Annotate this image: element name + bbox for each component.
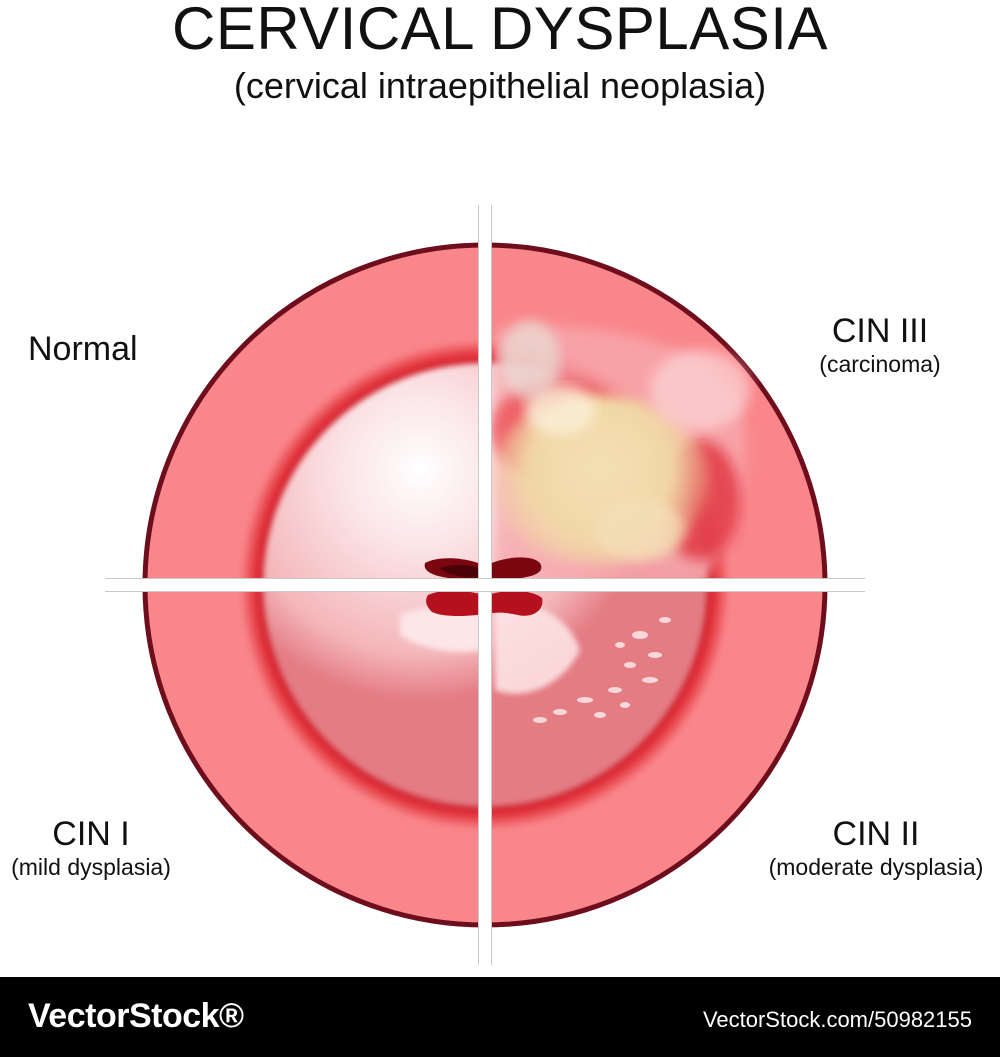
cin2-lesion — [495, 600, 671, 723]
quadrant-label-cin1: CIN I (mild dysplasia) — [0, 815, 182, 881]
cervix-diagram — [105, 205, 865, 965]
cin1-lesion — [400, 607, 484, 652]
quadrant-label-cin2: CIN II (moderate dysplasia) — [752, 815, 1000, 881]
quadrant-label-cin3: CIN III (carcinoma) — [795, 312, 965, 378]
image-id: VectorStock.com/50982155 — [702, 1007, 972, 1032]
watermark-footer: VectorStock® VectorStock.com/50982155 — [0, 977, 1000, 1057]
cin3-lesion — [490, 320, 750, 585]
cin3-sublabel: (carcinoma) — [819, 351, 941, 377]
cin1-sublabel: (mild dysplasia) — [11, 854, 171, 880]
quadrant-divider — [105, 205, 865, 965]
normal-label: Normal — [28, 330, 138, 368]
page-title: CERVICAL DYSPLASIA — [172, 0, 828, 62]
cin3-label: CIN III — [831, 312, 929, 350]
page-subtitle: (cervical intraepithelial neoplasia) — [233, 65, 767, 106]
cin1-label: CIN I — [52, 815, 130, 853]
cin2-sublabel: (moderate dysplasia) — [768, 854, 984, 880]
brand-logo: VectorStock® — [28, 997, 244, 1035]
cin2-label: CIN II — [832, 815, 920, 853]
quadrant-label-normal: Normal — [28, 330, 138, 368]
